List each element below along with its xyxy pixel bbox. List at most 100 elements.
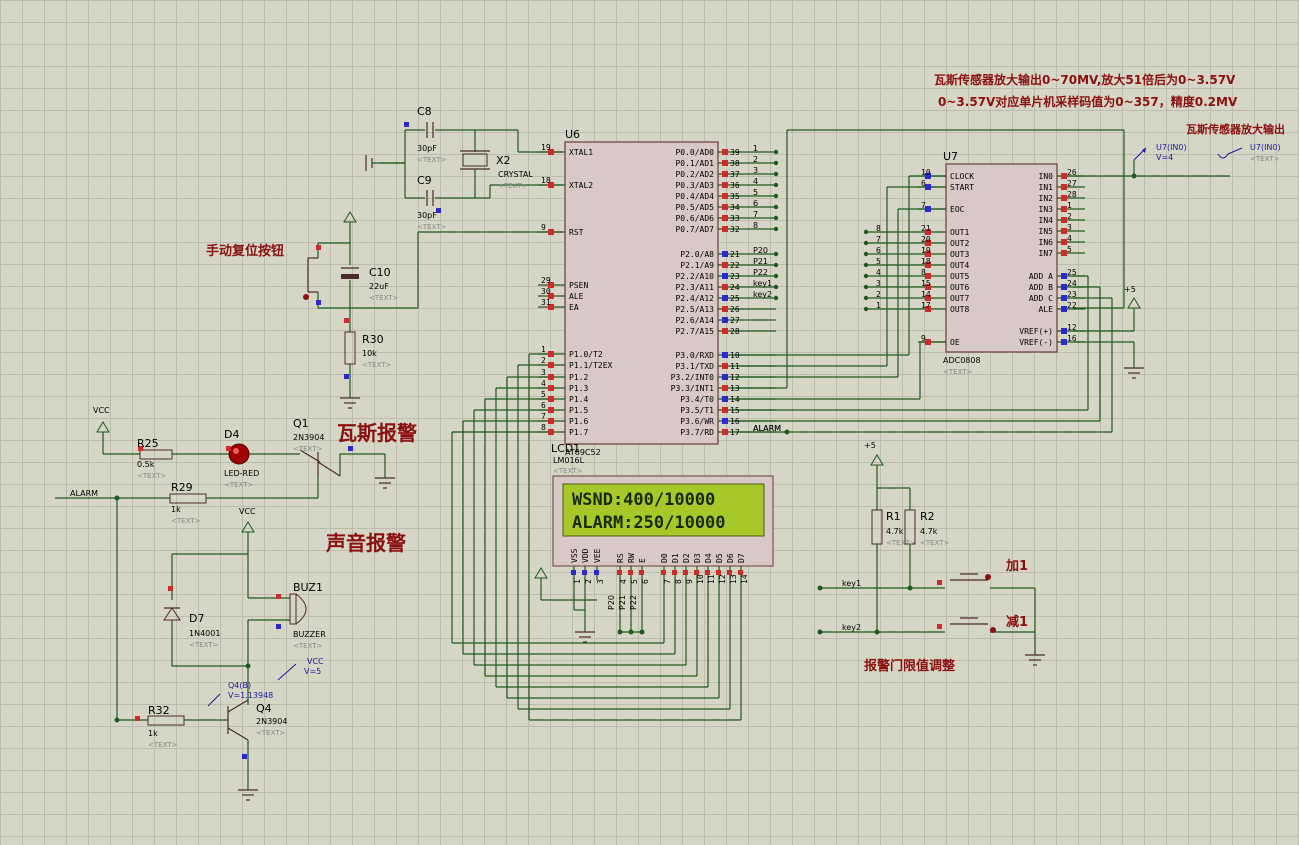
crystal-oscillator[interactable]: [365, 122, 562, 213]
u6-microcontroller[interactable]: [564, 141, 719, 445]
buzzer-circuit[interactable]: [114, 498, 307, 801]
lcd-pin-d1[interactable]: D18: [671, 553, 683, 584]
u6-pin-5[interactable]: 5P1.4: [538, 390, 588, 404]
threshold-key-circuit[interactable]: [817, 454, 1046, 666]
probe-u7in0-a[interactable]: [1133, 147, 1147, 176]
u6-pin-6[interactable]: 6P1.5: [538, 401, 588, 415]
r1-ref: R1: [886, 510, 901, 523]
junction-dot: [773, 284, 779, 290]
lcd-pin-e[interactable]: E6: [638, 558, 650, 584]
u6-pin-4[interactable]: 4P1.3: [538, 379, 588, 393]
u6-pin-1[interactable]: 1P1.0/T2: [538, 345, 603, 359]
u6-pin-7[interactable]: 7P1.6: [538, 412, 588, 426]
u7-adc[interactable]: [945, 163, 1058, 353]
u6-pin-2[interactable]: 2P1.1/T2EX: [538, 356, 613, 370]
lcd-pin-num: 7: [663, 579, 672, 584]
u6-pin-num: 2: [541, 356, 546, 365]
lcd-pin-num: 1: [573, 579, 582, 584]
lcd-module[interactable]: [552, 475, 774, 567]
u6-pin-name: P1.4: [569, 395, 588, 404]
probe-u7in0-b[interactable]: [1217, 147, 1243, 159]
reset-circuit[interactable]: [303, 211, 562, 409]
lcd-pin-rw[interactable]: RW5: [627, 553, 639, 584]
lcd-pin-name: D2: [682, 553, 691, 563]
u6-pin-8[interactable]: 8P1.7: [538, 423, 588, 437]
lcd-pin-d0[interactable]: D07: [660, 553, 672, 584]
u6-pin-3[interactable]: 3P1.2: [538, 368, 588, 382]
u6-pin-num: 15: [730, 406, 740, 415]
gas-alarm-circuit[interactable]: [55, 421, 395, 504]
lcd-pin-d2[interactable]: D29: [682, 553, 694, 584]
lcd-pin-rs[interactable]: RS4: [616, 553, 628, 584]
u6-pin-num: 5: [541, 390, 546, 399]
u6-pin-name: P2.2/A10: [675, 272, 714, 281]
key-plus5-label: +5: [864, 441, 876, 450]
